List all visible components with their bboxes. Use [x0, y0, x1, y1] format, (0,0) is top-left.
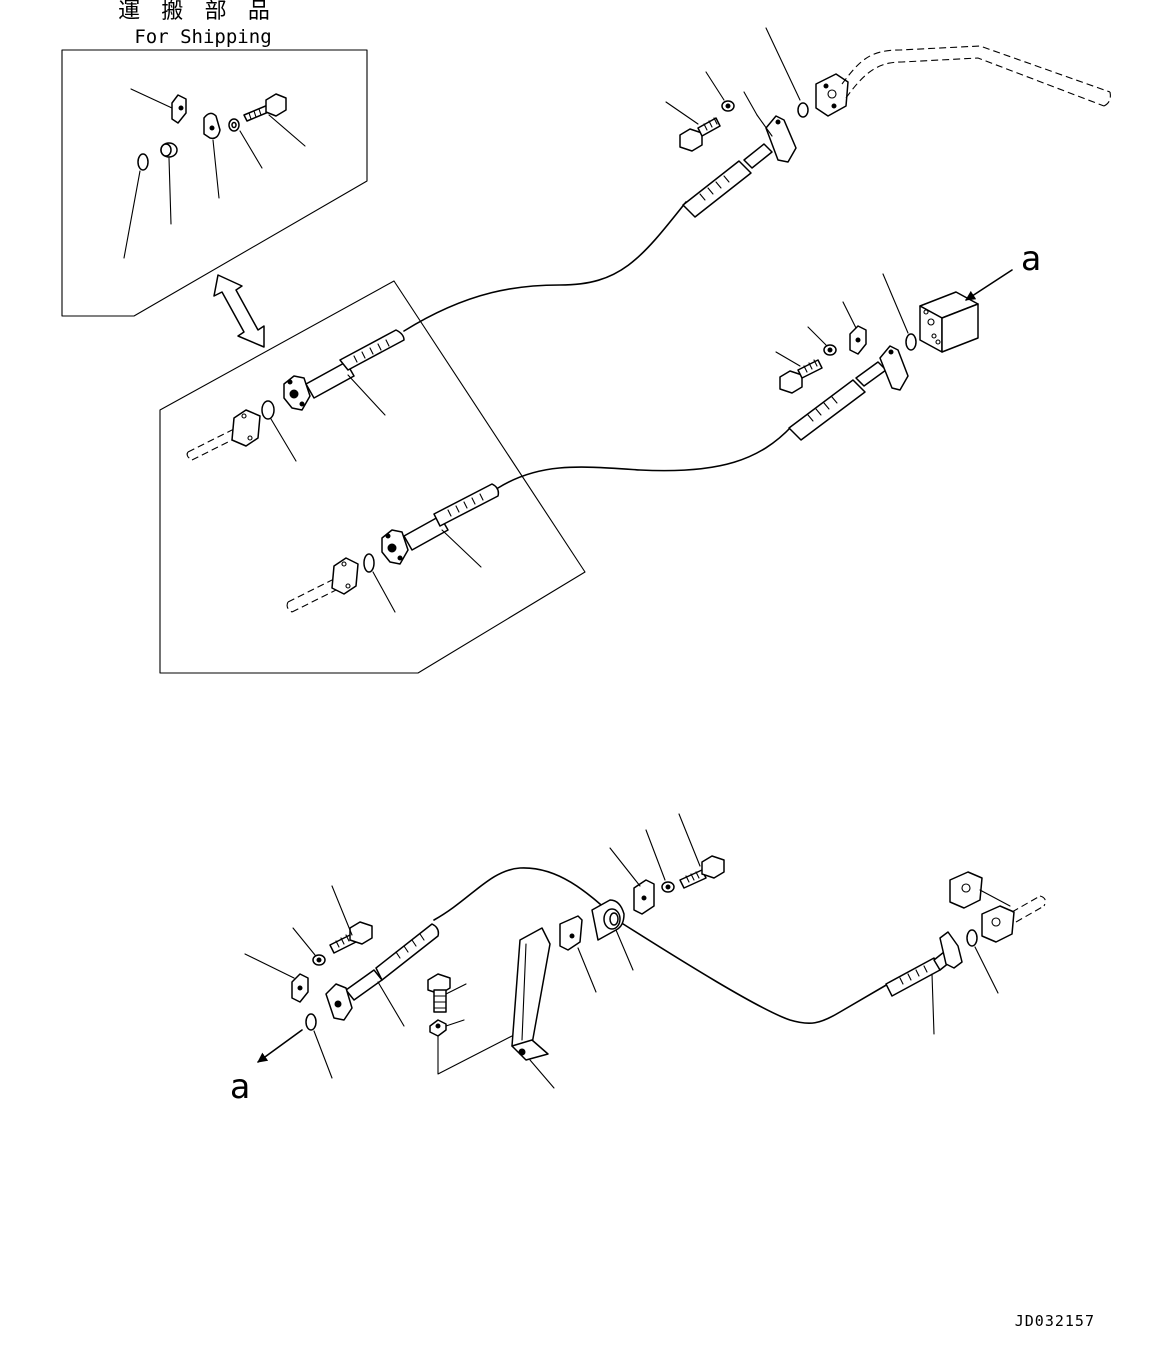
inset-split-flange-half	[171, 94, 187, 124]
double-arrow-icon	[213, 274, 265, 348]
top-o-ring-1	[797, 102, 809, 118]
bracket	[511, 927, 551, 1061]
view-label-lower: a	[230, 1067, 250, 1107]
top-washer-1	[721, 100, 735, 112]
bracket-callout	[437, 1035, 513, 1075]
inset-bolt	[243, 93, 287, 122]
valve-block	[919, 291, 979, 353]
lower-bolt	[329, 921, 373, 954]
assembly-inset-frame	[159, 280, 586, 674]
mid-split-flange	[849, 325, 867, 355]
hose-1-end-fitting	[283, 329, 405, 411]
mid-bolt	[779, 359, 823, 394]
lower-hose-left-end	[325, 923, 440, 1021]
pipe-stub-1	[186, 409, 261, 461]
lower-right-pipe	[949, 871, 1046, 943]
clamp-half-2	[633, 879, 655, 915]
lower-hose-right-end	[885, 931, 963, 997]
hose-1-top-end	[682, 115, 797, 218]
lower-right-o-ring	[966, 929, 978, 947]
mid-o-ring	[905, 333, 917, 351]
top-bolt-1	[679, 117, 721, 152]
top-right-pipe	[815, 45, 1111, 117]
hose-line-2	[497, 425, 793, 489]
mid-washer	[823, 344, 837, 356]
hose-line-3	[433, 867, 619, 921]
clamp-cushion	[591, 899, 625, 941]
view-arrow-icon-lower	[257, 1029, 303, 1063]
shipping-inset-frame	[61, 49, 368, 317]
view-arrow-icon	[965, 269, 1013, 301]
pipe-stub-2	[286, 557, 359, 613]
lower-o-ring	[305, 1013, 317, 1031]
hose-2-top-end	[788, 345, 909, 441]
lower-washer	[312, 954, 326, 966]
hose-2-end-fitting	[381, 483, 500, 565]
clamp-bolt	[679, 855, 725, 889]
hose-line-4	[619, 921, 889, 1025]
inset-title-en: For Shipping	[134, 26, 271, 48]
lower-split-flange	[291, 973, 309, 1003]
clamp-washer	[661, 881, 675, 893]
o-ring-1	[261, 400, 275, 420]
view-label-upper: a	[1021, 239, 1041, 279]
inset-split-flange-half-2	[203, 112, 221, 140]
hose-line-1	[403, 201, 687, 332]
inset-washer	[228, 118, 240, 132]
o-ring-2	[363, 553, 375, 573]
bracket-washer	[429, 1019, 447, 1037]
drawing-id: JD032157	[1015, 1312, 1095, 1330]
clamp-half-1	[559, 915, 583, 951]
bracket-bolt	[427, 973, 451, 1013]
inset-title-jp: 運 搬 部 品	[118, 0, 274, 24]
inset-o-ring	[137, 153, 149, 171]
inset-plug	[160, 142, 178, 158]
